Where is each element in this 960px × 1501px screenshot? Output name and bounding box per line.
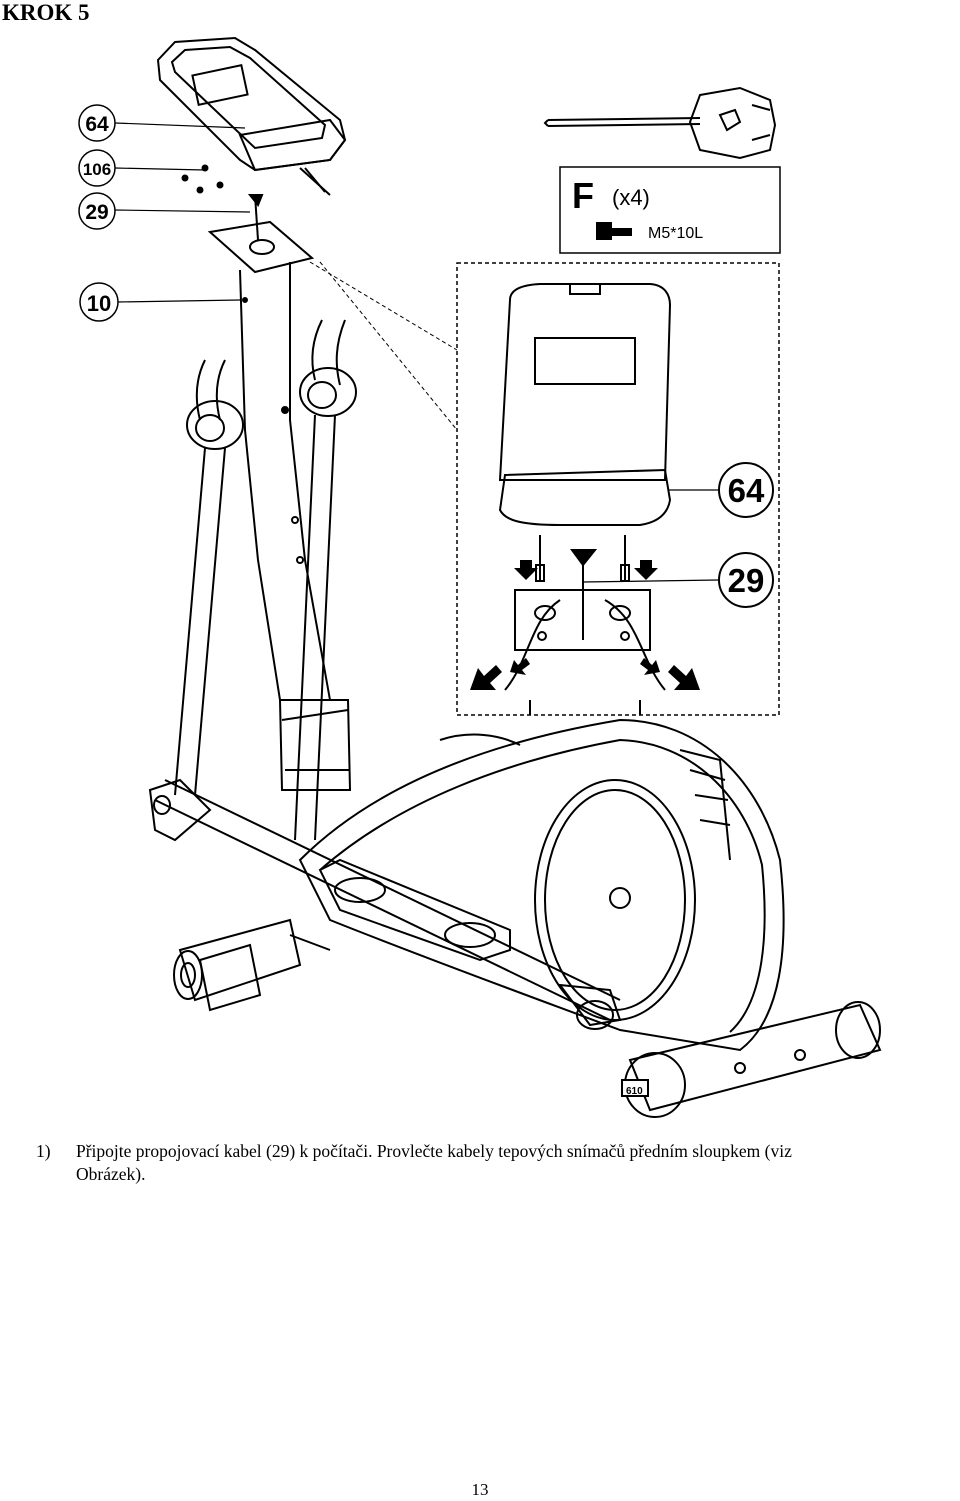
page-number: 13 (471, 1480, 489, 1499)
handlebars (174, 319, 357, 841)
cable-and-plate (207, 194, 315, 274)
detail-arrows (470, 560, 700, 690)
callouts-left (78, 104, 119, 322)
callout-64: 64 (85, 113, 109, 136)
hardware-box (559, 166, 781, 254)
detail-box (456, 262, 780, 716)
hardware-spec: M5*10L (648, 225, 703, 242)
main-housing (298, 718, 785, 1052)
detail-callout-64-ring (718, 462, 774, 518)
rear-foot-label: 610 (626, 1086, 643, 1097)
instruction-number: 1) (36, 1141, 51, 1161)
callout-106: 106 (83, 160, 111, 179)
detail-callout-29-ring (718, 552, 774, 608)
step-heading: KROK 5 (2, 0, 90, 25)
wrench-tool (543, 86, 777, 160)
callout-10: 10 (87, 291, 111, 316)
instruction-line-2: Obrázek). (76, 1164, 146, 1184)
detail-callout-29: 29 (728, 562, 765, 599)
callout-29: 29 (85, 201, 108, 224)
detail-callout-64: 64 (728, 472, 765, 509)
instruction-line-1: Připojte propojovací kabel (29) k počíta… (76, 1141, 792, 1161)
front-column (239, 262, 352, 791)
detail-plate (504, 535, 666, 715)
assembly-figure: 610 (0, 20, 960, 1130)
pedal-assembly (148, 778, 622, 1030)
front-stabilizer (173, 918, 331, 1012)
rear-stabilizer (621, 1001, 882, 1118)
console-exploded (156, 36, 347, 196)
hardware-letter: F (572, 175, 594, 216)
hardware-count: (x4) (612, 185, 650, 210)
detail-console (498, 283, 672, 526)
leader-lines (114, 122, 719, 583)
